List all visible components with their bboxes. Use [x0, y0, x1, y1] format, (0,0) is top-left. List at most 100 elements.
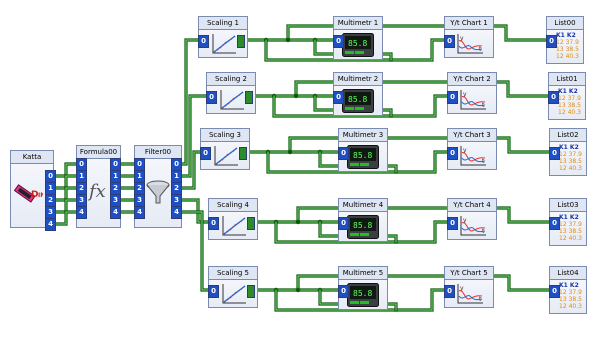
wire-junction [287, 149, 293, 155]
yt-chart-icon: yt [457, 284, 483, 304]
list-in-port[interactable]: 0 [549, 285, 560, 298]
chart-in-port[interactable]: 0 [444, 35, 455, 48]
list-cell: 13 [558, 102, 566, 109]
node-scaling-2[interactable]: Scaling 2 0 [206, 72, 256, 114]
node-scaling-1[interactable]: Scaling 1 0 [198, 16, 248, 58]
list-cell: 12 [559, 165, 567, 172]
scaling-out-port[interactable] [237, 35, 245, 48]
svg-text:85.8: 85.8 [353, 151, 372, 160]
list-cell: 13 [559, 228, 567, 235]
list-cell: 12 [558, 95, 566, 102]
node-title: Multimetr 1 [333, 16, 383, 30]
node-multimetr-1[interactable]: Multimetr 1 85.8 0 [333, 16, 383, 60]
svg-text:y: y [463, 147, 467, 154]
node-multimetr-4[interactable]: Multimetr 4 85.8 0 [338, 198, 388, 242]
multimetr-in-port[interactable]: 0 [333, 35, 344, 48]
scaling-out-port[interactable] [245, 91, 253, 104]
node-title: Y/t Chart 5 [444, 266, 494, 280]
scaling-in-port[interactable]: 0 [208, 285, 219, 298]
node-multimetr-2[interactable]: Multimetr 2 85.8 0 [333, 72, 383, 116]
scaling-in-port[interactable]: 0 [200, 147, 211, 160]
list-row: 12 37.9 [558, 95, 581, 102]
list-cell: 37.9 [568, 289, 582, 296]
node-scaling-5[interactable]: Scaling 5 0 [208, 266, 258, 308]
wire [54, 211, 77, 225]
node-scaling-4[interactable]: Scaling 4 0 [208, 198, 258, 240]
list-row: 12 40.3 [558, 109, 581, 116]
multimetr-in-port[interactable]: 0 [333, 91, 344, 104]
node-multimetr-3[interactable]: Multimetr 3 85.8 0 [338, 128, 388, 172]
list-cell: 40.3 [568, 165, 582, 172]
list-cell: 12 [556, 53, 564, 60]
node-title: List01 [548, 72, 586, 86]
list-header: K1 K2 [559, 144, 582, 151]
list-header: K1 K2 [559, 214, 582, 221]
list-row: 12 37.9 [559, 221, 582, 228]
list-cell: 13 [556, 46, 564, 53]
scaling-in-port[interactable]: 0 [206, 91, 217, 104]
list-cell: 38.5 [567, 102, 581, 109]
node-formula[interactable]: Formula00 fx 0 1 2 3 4 0 1 2 3 4 [76, 145, 121, 228]
list-row: 13 38.5 [559, 296, 582, 303]
list-row: 12 37.9 [559, 289, 582, 296]
wire [181, 151, 201, 189]
chart-in-port[interactable]: 0 [447, 91, 458, 104]
node-katta[interactable]: Katta D IN 0 1 2 3 4 [10, 150, 56, 231]
node-body: 85.8 [333, 29, 383, 60]
list-in-port[interactable]: 0 [548, 91, 559, 104]
list-in-port[interactable]: 0 [549, 217, 560, 230]
wire [54, 187, 77, 201]
katta-out-port-4[interactable]: 4 [45, 218, 56, 231]
chart-in-port[interactable]: 0 [447, 147, 458, 160]
list-in-port[interactable]: 0 [546, 35, 557, 48]
chart-in-port[interactable]: 0 [444, 285, 455, 298]
multimetr-in-port[interactable]: 0 [338, 217, 349, 230]
list-header-cell: K2 [569, 144, 579, 151]
scaling-out-port[interactable] [239, 147, 247, 160]
multimetr-in-port[interactable]: 0 [338, 285, 349, 298]
wire-junction [285, 37, 291, 43]
node-body [198, 29, 248, 58]
wire [275, 289, 445, 311]
formula-out-port-4[interactable]: 4 [110, 206, 121, 219]
svg-text:y: y [463, 91, 467, 98]
scaling-out-port[interactable] [247, 285, 255, 298]
scaling-in-port[interactable]: 0 [198, 35, 209, 48]
node-title: Multimetr 5 [338, 266, 388, 280]
formula-in-port-4[interactable]: 4 [76, 206, 87, 219]
node-multimetr-5[interactable]: Multimetr 5 85.8 0 [338, 266, 388, 310]
list-cell: 12 [559, 151, 567, 158]
multimetr-in-port[interactable]: 0 [338, 147, 349, 160]
wire [273, 95, 448, 117]
node-scaling-3[interactable]: Scaling 3 0 [200, 128, 250, 170]
wire [297, 207, 550, 223]
wire-junction [295, 287, 301, 293]
node-filter[interactable]: Filter00 0 1 2 3 4 0 1 2 3 4 [134, 145, 182, 228]
chart-in-port[interactable]: 0 [447, 217, 458, 230]
filter-out-port-4[interactable]: 4 [171, 206, 182, 219]
scaling-out-port[interactable] [247, 217, 255, 230]
list-in-port[interactable]: 0 [549, 147, 560, 160]
filter-in-port-4[interactable]: 4 [134, 206, 145, 219]
list-header-cell: K2 [569, 214, 579, 221]
list-row: 12 40.3 [559, 165, 582, 172]
wire [180, 210, 210, 292]
list-cell: 38.5 [568, 158, 582, 165]
scaling-graph-icon [222, 216, 246, 236]
list-row: 12 40.3 [559, 303, 582, 310]
scaling-in-port[interactable]: 0 [208, 217, 219, 230]
function-icon: fx [89, 181, 106, 202]
node-title: List00 [546, 16, 584, 30]
